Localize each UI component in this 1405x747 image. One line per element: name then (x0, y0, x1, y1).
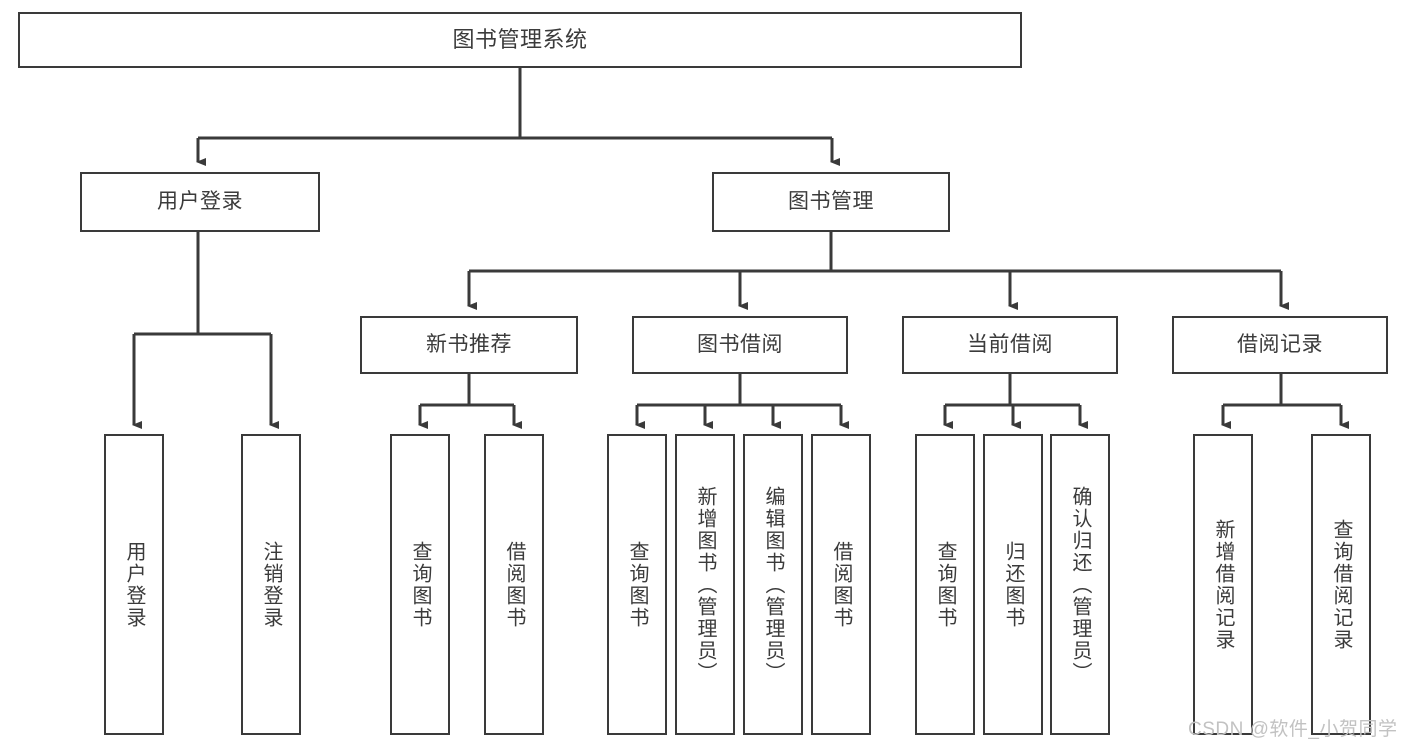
node-label: 编辑图书（管理员） (762, 485, 784, 684)
node-label: 确认归还（管理员） (1069, 485, 1091, 684)
node-label: 图书管理 (788, 189, 874, 213)
node-label: 当前借阅 (967, 332, 1053, 356)
node-book-management[interactable]: 图书管理 (712, 172, 950, 232)
node-label: 注销登录 (260, 540, 282, 629)
node-root-book-management-system[interactable]: 图书管理系统 (18, 12, 1022, 68)
node-label: 新增借阅记录 (1212, 518, 1234, 651)
leaf-book-borrow-query-book[interactable]: 查询图书 (607, 434, 667, 735)
node-user-login[interactable]: 用户登录 (80, 172, 320, 232)
node-label: 归还图书 (1002, 540, 1024, 629)
node-label: 查询图书 (934, 540, 956, 629)
watermark-csdn: CSDN @软件_小贺同学 (1188, 719, 1398, 740)
node-label: 新增图书（管理员） (694, 485, 716, 684)
leaf-book-borrow-add-book-admin[interactable]: 新增图书（管理员） (675, 434, 735, 735)
node-label: 图书借阅 (697, 332, 783, 356)
leaf-borrow-record-add-record[interactable]: 新增借阅记录 (1193, 434, 1253, 735)
node-label: 借阅记录 (1237, 332, 1323, 356)
leaf-book-borrow-edit-book-admin[interactable]: 编辑图书（管理员） (743, 434, 803, 735)
node-current-borrow[interactable]: 当前借阅 (902, 316, 1118, 374)
leaf-borrow-record-query-record[interactable]: 查询借阅记录 (1311, 434, 1371, 735)
node-label: 查询图书 (626, 540, 648, 629)
leaf-new-book-query-book[interactable]: 查询图书 (390, 434, 450, 735)
node-book-borrow[interactable]: 图书借阅 (632, 316, 848, 374)
leaf-current-borrow-query-book[interactable]: 查询图书 (915, 434, 975, 735)
node-label: 查询图书 (409, 540, 431, 629)
leaf-current-borrow-confirm-return-admin[interactable]: 确认归还（管理员） (1050, 434, 1110, 735)
node-borrow-record[interactable]: 借阅记录 (1172, 316, 1388, 374)
leaf-current-borrow-return-book[interactable]: 归还图书 (983, 434, 1043, 735)
node-label: 借阅图书 (830, 540, 852, 629)
node-label: 新书推荐 (426, 332, 512, 356)
leaf-user-login-signout[interactable]: 注销登录 (241, 434, 301, 735)
node-label: 查询借阅记录 (1330, 518, 1352, 651)
leaf-new-book-borrow-book[interactable]: 借阅图书 (484, 434, 544, 735)
node-label: 借阅图书 (503, 540, 525, 629)
node-new-book-recommend[interactable]: 新书推荐 (360, 316, 578, 374)
leaf-user-login-signin[interactable]: 用户登录 (104, 434, 164, 735)
node-label: 用户登录 (123, 540, 145, 629)
leaf-book-borrow-borrow-book[interactable]: 借阅图书 (811, 434, 871, 735)
node-label: 图书管理系统 (452, 27, 588, 53)
node-label: 用户登录 (157, 189, 243, 213)
